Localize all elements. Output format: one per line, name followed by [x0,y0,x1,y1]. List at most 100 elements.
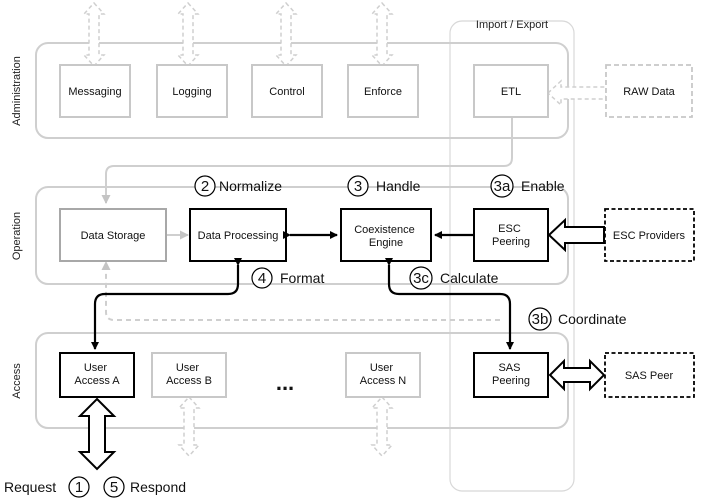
step-enable-label: Enable [521,178,565,194]
coexistence-engine-line2: Engine [369,237,403,249]
raw-data-arrow [546,79,607,107]
access-ellipsis: ... [276,370,294,395]
etl-box[interactable] [473,64,549,118]
step-enable-num: 3a [494,178,511,195]
sas-peer-double-arrow [548,358,606,392]
step-handle-num: 3 [354,178,362,195]
step-coordinate: 3b Coordinate [528,307,627,331]
black-curved-connectors [91,258,514,350]
admin-boxes: Messaging Logging Control Enforce ETL RA… [59,64,693,118]
logging-box[interactable] [156,64,228,118]
step-enable-circle [490,174,514,198]
step-normalize-num: 2 [201,178,209,195]
user-access-n-box[interactable] [345,352,421,398]
step-format-label: Format [280,270,324,286]
user-access-b-box[interactable] [151,352,227,398]
sas-peering-label: SAS Peering [492,362,530,387]
step-handle: 3 Handle [347,175,421,197]
user-access-a-line2: Access A [74,375,120,387]
coexistence-engine-label: Coexistence Engine [354,224,418,249]
step-normalize: 2 Normalize [194,175,282,197]
data-processing-label: Data Processing [198,230,279,242]
enforce-up-arrow [370,1,394,68]
step-format: 4 Format [251,267,324,289]
etl-label: ETL [501,86,521,98]
request-label: Request [4,479,56,495]
logging-up-arrow [176,1,200,68]
step-format-num: 4 [258,270,266,287]
respond-label: Respond [130,479,186,495]
enforce-box[interactable] [347,64,419,118]
data-processing-box[interactable] [189,208,287,262]
user-access-b-label: User Access B [166,362,212,387]
admin-dashed-arrows [82,1,394,68]
sas-peering-line1: SAS [498,362,520,374]
respond-num: 5 [110,479,118,496]
esc-peering-box[interactable] [473,208,549,262]
operation-boxes: Data Storage Data Processing Coexistence… [59,208,695,262]
esc-providers-box[interactable] [604,208,695,262]
step-calculate: 3c Calculate [409,266,499,290]
step-calculate-num: 3c [413,270,429,287]
sas-peer-label: SAS Peer [625,370,674,382]
esc-providers-label: ESC Providers [613,230,686,242]
step-coordinate-num: 3b [532,311,549,328]
coexistence-engine-box[interactable] [340,208,432,262]
sas-peering-box[interactable] [473,352,549,398]
step-calculate-label: Calculate [440,270,499,286]
request-circle [68,476,90,498]
enforce-label: Enforce [364,86,402,98]
user-access-b-line1: User [176,362,200,374]
import-export-panel [449,20,575,492]
user-access-n-down-arrow [370,395,394,458]
messaging-box[interactable] [59,64,131,118]
step-handle-label: Handle [376,178,421,194]
operation-layer-label: Operation [11,212,23,260]
control-up-arrow [274,1,298,68]
user-access-a-line1: User [84,362,108,374]
raw-data-box[interactable] [605,64,693,118]
access-layer-label: Access [11,363,23,399]
esc-providers-arrow [547,217,605,253]
esc-peering-label: ESC Peering [492,223,530,248]
user-access-a-box[interactable] [59,352,135,398]
esc-peering-line1: ESC [498,223,521,235]
access-dashed-arrows [177,395,394,458]
raw-data-label: RAW Data [623,86,675,98]
logging-label: Logging [172,86,211,98]
control-box[interactable] [251,64,323,118]
administration-layer-label: Administration [11,56,23,126]
step-normalize-label: Normalize [219,178,282,194]
step-coordinate-circle [528,307,552,331]
step-handle-circle [347,175,369,197]
step-coordinate-label: Coordinate [558,311,627,327]
messaging-up-arrow [82,1,106,68]
sas-peering-line2: Peering [492,375,530,387]
format-connector [91,258,242,350]
user-access-a-label: User Access A [74,362,120,387]
control-label: Control [269,86,304,98]
request-respond-double-arrow [77,397,117,471]
data-storage-box[interactable] [59,208,167,262]
etl-to-storage-line [101,118,513,204]
grey-connectors [101,118,513,240]
user-access-n-label: User Access N [360,362,407,387]
step-calculate-circle [409,266,433,290]
step-normalize-circle [194,175,216,197]
step-format-circle [251,267,273,289]
request-num: 1 [75,479,83,496]
access-boxes: User Access A User Access B ... User Acc… [59,352,695,398]
step-enable: 3a Enable [490,174,565,198]
esc-peering-line2: Peering [492,236,530,248]
data-storage-label: Data Storage [81,230,146,242]
coordinate-connector [385,258,514,350]
request-respond-labels: Request 1 5 Respond [4,476,186,498]
user-access-n-line2: Access N [360,375,407,387]
user-access-b-down-arrow [177,395,201,458]
respond-circle [103,476,125,498]
user-access-b-line2: Access B [166,375,212,387]
coexistence-engine-line1: Coexistence [354,224,415,236]
messaging-label: Messaging [68,86,121,98]
